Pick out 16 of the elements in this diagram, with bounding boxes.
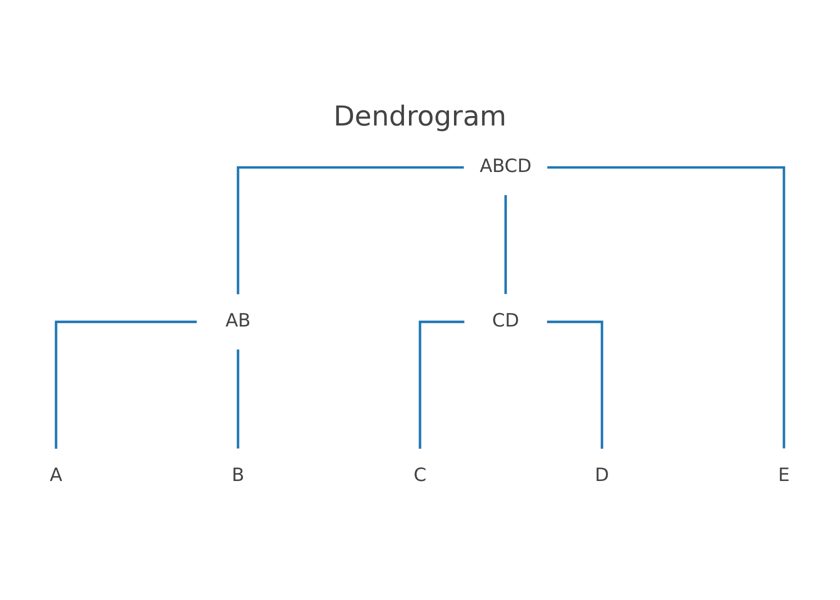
node-text: CD	[492, 310, 520, 332]
connector	[504, 194, 507, 294]
node-text: AB	[225, 310, 251, 332]
connector	[418, 320, 464, 448]
node-text: A	[50, 464, 62, 486]
node-text: D	[594, 464, 610, 486]
diagram-title: Dendrogram	[333, 100, 507, 132]
connector	[54, 320, 197, 448]
node-text: C	[414, 464, 426, 486]
connector	[547, 166, 786, 448]
connector	[236, 166, 464, 294]
connector	[547, 320, 604, 448]
node-text: ABCD	[480, 156, 532, 177]
node-text: E	[778, 464, 790, 486]
connector	[236, 349, 240, 448]
node-text: B	[232, 464, 244, 486]
